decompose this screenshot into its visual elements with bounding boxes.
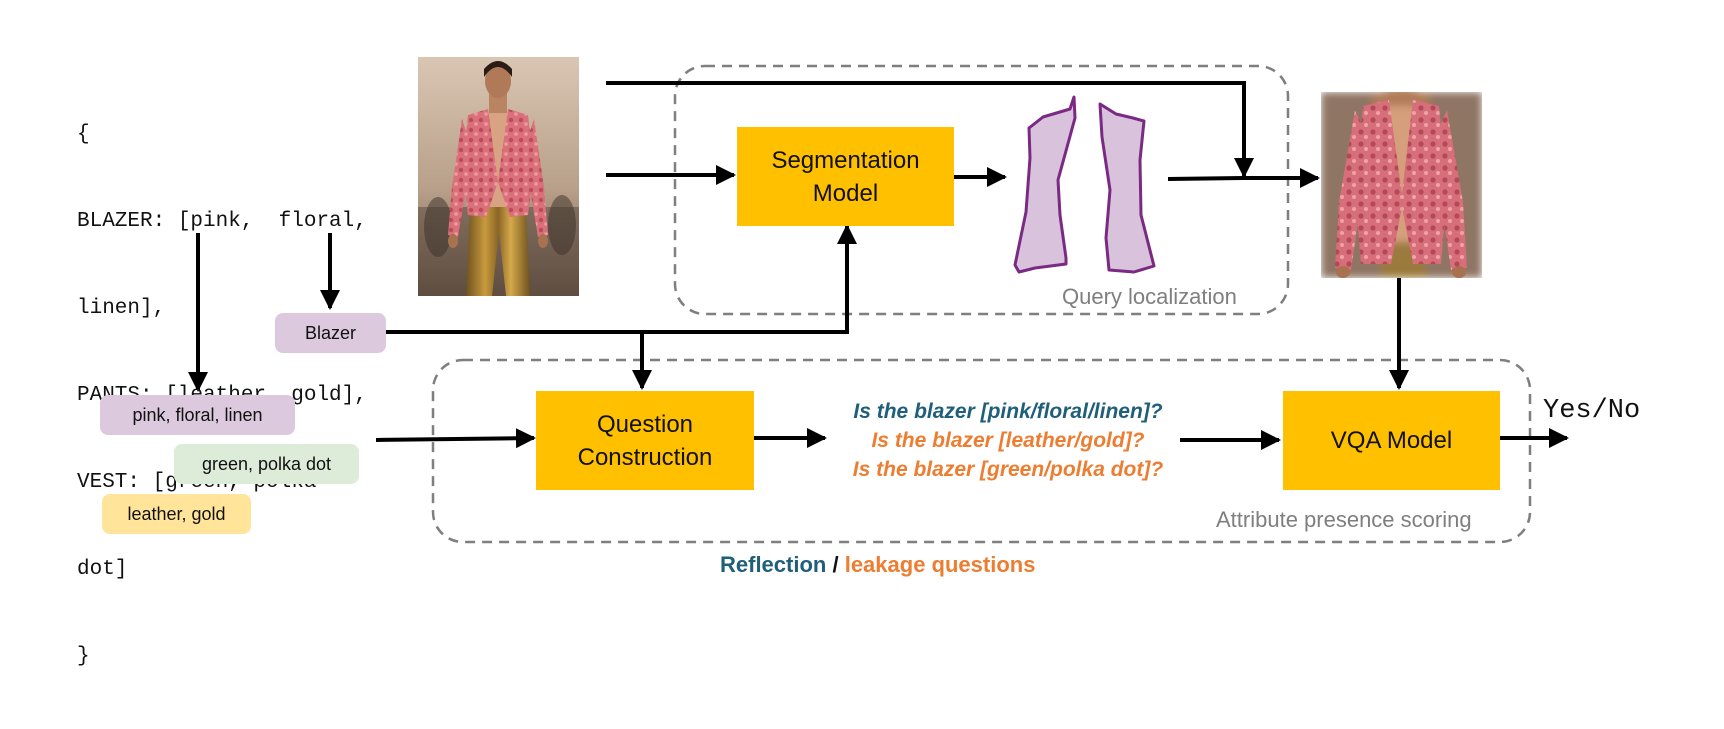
question-construction-line1: Question [596, 410, 694, 438]
blazer-query-pill: Blazer [275, 313, 386, 353]
segmentation-label-line2: Model [812, 179, 879, 207]
vest-attrs-label: green, polka dot [201, 453, 332, 474]
code-line: } [77, 645, 90, 668]
code-line: linen], [77, 297, 166, 320]
code-line: dot] [77, 558, 128, 581]
vqa-output-label: Yes/No [1543, 396, 1641, 426]
query-localization-region [673, 64, 1290, 316]
mask-right-panel [1098, 102, 1156, 274]
vest-attrs-pill: green, polka dot [174, 444, 359, 484]
legend-reflection: Reflection [720, 552, 827, 577]
blazer-query-label: Blazer [304, 322, 357, 343]
attribute-scoring-region [431, 358, 1532, 544]
reflection-question: Is the blazer [pink/floral/linen]? [828, 400, 1188, 424]
arrow-image-bypass [606, 81, 1254, 178]
blazer-mask-icon [1013, 95, 1156, 274]
pants-attrs-label: leather, gold [127, 503, 226, 524]
question-type-legend: Reflection / leakage questions [720, 552, 1035, 578]
arrow-blazer-to-segmentation [386, 224, 857, 334]
reflection-attrs-pill: pink, floral, linen [100, 395, 295, 435]
legend-leakage: leakage questions [844, 552, 1036, 577]
connector-layer [188, 64, 1569, 544]
runway-photo [418, 57, 579, 296]
pipeline-diagram: { BLAZER: [pink, floral, linen], PANTS: … [77, 57, 1641, 668]
cropped-blazer-photo [1321, 92, 1482, 278]
vqa-model-label: VQA Model [1330, 427, 1453, 454]
legend-separator: / [826, 552, 845, 577]
leakage-question-pants-text: Is the blazer [leather/gold]? [871, 429, 1145, 452]
code-line: BLAZER: [pink, floral, [77, 210, 367, 233]
cropped-blazer-illustration [1321, 92, 1482, 278]
mask-left-panel [1013, 95, 1077, 274]
code-line: { [77, 123, 90, 146]
leakage-question-pants: Is the blazer [leather/gold]? [828, 429, 1188, 453]
arrow-mask-to-crop [1167, 168, 1320, 188]
leakage-question-vest-text: Is the blazer [green/polka dot]? [852, 458, 1164, 481]
vqa-model-box: VQA Model [1283, 391, 1500, 490]
question-construction-box: Question Construction [536, 391, 754, 490]
arrow-attrs-to-question [375, 428, 536, 449]
reflection-attrs-label: pink, floral, linen [132, 404, 263, 425]
reflection-question-text: Is the blazer [pink/floral/linen]? [853, 400, 1163, 423]
segmentation-model-box: Segmentation Model [737, 127, 954, 226]
question-construction-line2: Construction [577, 443, 713, 471]
query-localization-label: Query localization [1062, 284, 1237, 309]
pants-attrs-pill: leather, gold [102, 494, 251, 534]
segmentation-label-line1: Segmentation [771, 146, 920, 174]
runway-photo-illustration [418, 57, 579, 296]
attribute-scoring-label: Attribute presence scoring [1216, 507, 1472, 532]
leakage-question-vest: Is the blazer [green/polka dot]? [828, 458, 1188, 482]
